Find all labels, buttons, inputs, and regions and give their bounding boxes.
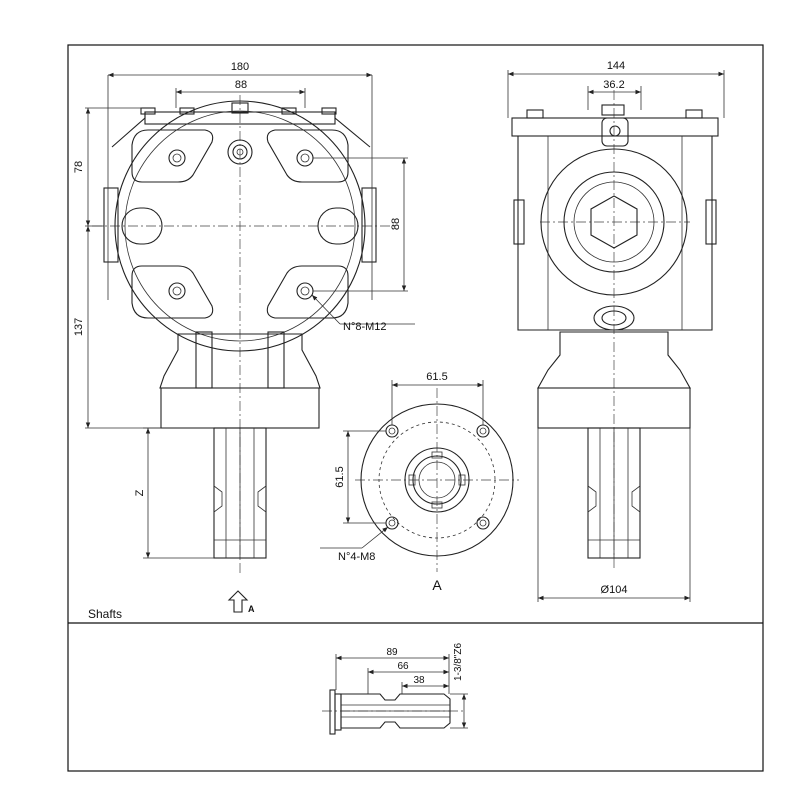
flange-outer-circle bbox=[360, 403, 514, 557]
flange-holes-callout: N°4-M8 bbox=[338, 551, 375, 563]
front-view-dimensions: 180 88 78 137 88 N°8-M12 Z A bbox=[73, 61, 415, 614]
dim-shaft-length-total: 89 bbox=[386, 647, 398, 658]
flange-view: A bbox=[355, 388, 519, 593]
dim-front-height-lower: 137 bbox=[73, 318, 85, 336]
dim-front-bolt-spacing-side: 88 bbox=[390, 218, 402, 230]
dim-flange-hole-spacing-h: 61.5 bbox=[426, 371, 447, 383]
drawing-frame bbox=[67, 44, 764, 772]
shaft-dimensions: 89 66 38 1-3/8"Z6 bbox=[335, 643, 468, 729]
side-housing-circle bbox=[540, 148, 688, 296]
dim-front-width: 180 bbox=[231, 61, 249, 73]
dim-shaft-length-z: Z bbox=[134, 489, 146, 496]
front-view bbox=[92, 95, 395, 575]
shaft-spline-spec: 1-3/8"Z6 bbox=[453, 643, 464, 681]
shafts-section-title: Shafts bbox=[88, 607, 122, 621]
dim-side-width: 144 bbox=[607, 60, 625, 72]
view-direction-arrow bbox=[227, 590, 249, 613]
side-view-dimensions: 144 36.2 Ø104 bbox=[507, 60, 725, 602]
dim-shaft-length-mid: 66 bbox=[397, 661, 409, 672]
view-direction-label: A bbox=[248, 604, 255, 614]
side-view bbox=[511, 90, 719, 570]
dim-front-height-upper: 78 bbox=[73, 161, 85, 173]
dim-front-bolt-spacing: 88 bbox=[235, 79, 247, 91]
shaft-detail bbox=[322, 689, 466, 735]
dim-flange-hole-spacing-v: 61.5 bbox=[334, 466, 346, 487]
dim-side-flange-diameter: Ø104 bbox=[601, 584, 628, 596]
front-flange-holes-callout: N°8-M12 bbox=[343, 321, 387, 333]
flange-view-dimensions: 61.5 61.5 N°4-M8 bbox=[320, 371, 484, 563]
dim-side-plug-offset: 36.2 bbox=[603, 79, 624, 91]
dim-shaft-length-short: 38 bbox=[413, 675, 425, 686]
flange-view-label: A bbox=[432, 577, 442, 593]
